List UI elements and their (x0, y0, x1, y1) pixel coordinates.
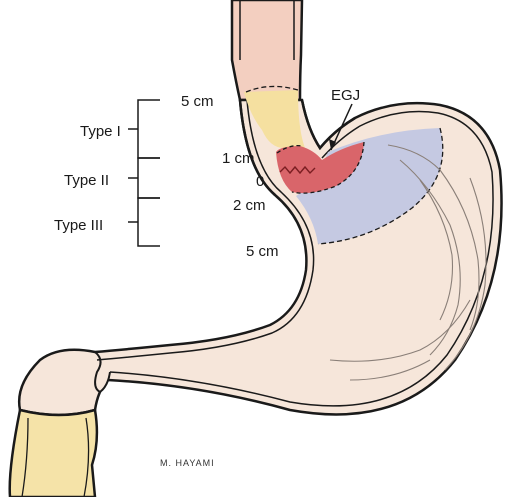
type2-label: Type II (64, 172, 109, 189)
artist-signature: M. HAYAMI (160, 458, 215, 468)
classification-brackets (128, 100, 160, 246)
type3-label: Type III (54, 217, 103, 234)
type1-bracket (138, 100, 160, 158)
type3-bracket (138, 198, 160, 246)
distance-minus5-label: 5 cm (246, 243, 279, 260)
duodenum (10, 410, 97, 497)
distance-minus2-label: 2 cm (233, 197, 266, 214)
esophagus (232, 0, 302, 100)
type2-bracket (138, 158, 160, 198)
distance-plus5-label: 5 cm (181, 93, 214, 110)
distance-plus1-label: 1 cm (222, 150, 255, 167)
type1-label: Type I (80, 123, 121, 140)
distance-zero-label: 0 (256, 173, 264, 190)
egj-label: EGJ (331, 87, 360, 104)
